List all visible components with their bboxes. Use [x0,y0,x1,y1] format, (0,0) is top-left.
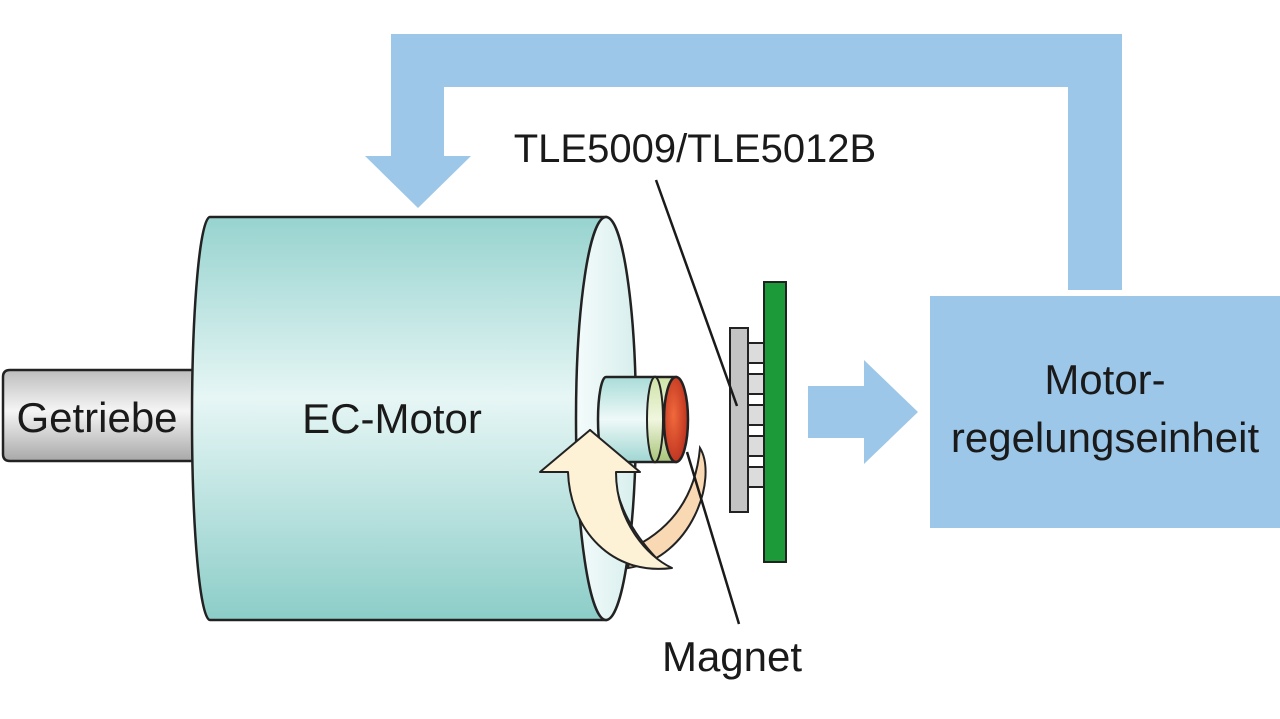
ec-motor: EC-Motor [190,215,638,622]
controller-box: Motor- regelungseinheit [930,296,1280,528]
feedback-arrow-icon [365,34,1122,290]
gearbox-label: Getriebe [16,394,177,441]
gearbox-shaft: Getriebe [1,368,198,463]
sensor-chip [729,327,765,513]
magnet-label: Magnet [662,633,802,680]
sensor-label: TLE5009/TLE5012B [514,127,876,171]
controller-label-line1: Motor- [1044,356,1165,403]
motor-shaft-stub [596,375,690,464]
sensor-leader-line [654,179,739,407]
magnet-leader-line [685,451,741,625]
rotation-arrow-icon [539,429,673,570]
controller-label-line2: regelungseinheit [951,414,1260,461]
pcb-board [763,281,787,563]
signal-arrow-icon [808,360,918,464]
magnet [662,375,690,464]
motor-label: EC-Motor [302,395,482,442]
